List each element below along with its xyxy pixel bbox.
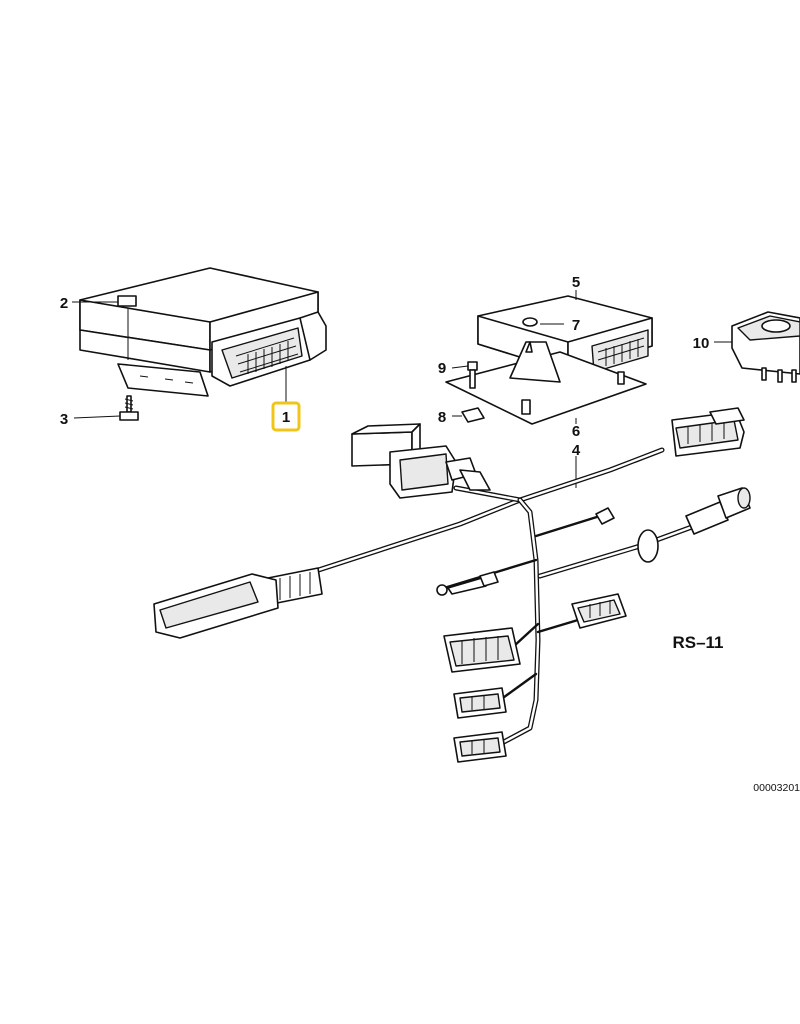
highlight-box <box>271 401 301 432</box>
part-number-1[interactable]: 1 <box>282 409 290 426</box>
part-number-6[interactable]: 6 <box>572 423 580 440</box>
screw-3[interactable] <box>73 395 139 421</box>
switch-10[interactable] <box>714 311 800 383</box>
clip-8[interactable] <box>452 407 485 423</box>
part-number-5[interactable]: 5 <box>572 274 580 291</box>
part-number-7[interactable]: 7 <box>572 317 580 334</box>
plug-lead[interactable] <box>153 567 323 639</box>
connector-mid-right[interactable] <box>571 593 627 629</box>
part-number-8[interactable]: 8 <box>438 409 446 426</box>
part-number-9[interactable]: 9 <box>438 360 446 377</box>
part-number-3[interactable]: 3 <box>60 411 68 428</box>
connector-lower-small-2[interactable] <box>453 731 507 763</box>
ring-terminal[interactable] <box>436 571 499 596</box>
part-number-4[interactable]: 4 <box>572 442 581 459</box>
module-5[interactable] <box>445 295 653 425</box>
connector-top-right[interactable] <box>671 407 745 457</box>
cable-clip[interactable] <box>595 507 615 525</box>
part-number-10[interactable]: 10 <box>693 335 710 352</box>
part-number-2[interactable]: 2 <box>60 295 68 312</box>
diagram-reference: 00003201 <box>753 782 800 794</box>
control-unit-1[interactable] <box>79 267 327 397</box>
bolt-9[interactable] <box>451 361 478 389</box>
diagram-caption: RS–11 <box>672 633 723 652</box>
round-connector-plug[interactable] <box>351 423 491 499</box>
connector-lower-small-1[interactable] <box>453 687 507 719</box>
sensor-connector[interactable] <box>637 487 751 563</box>
nut-7[interactable] <box>522 317 564 327</box>
bolt-2[interactable] <box>72 301 129 360</box>
connector-lower-large[interactable] <box>443 627 521 673</box>
